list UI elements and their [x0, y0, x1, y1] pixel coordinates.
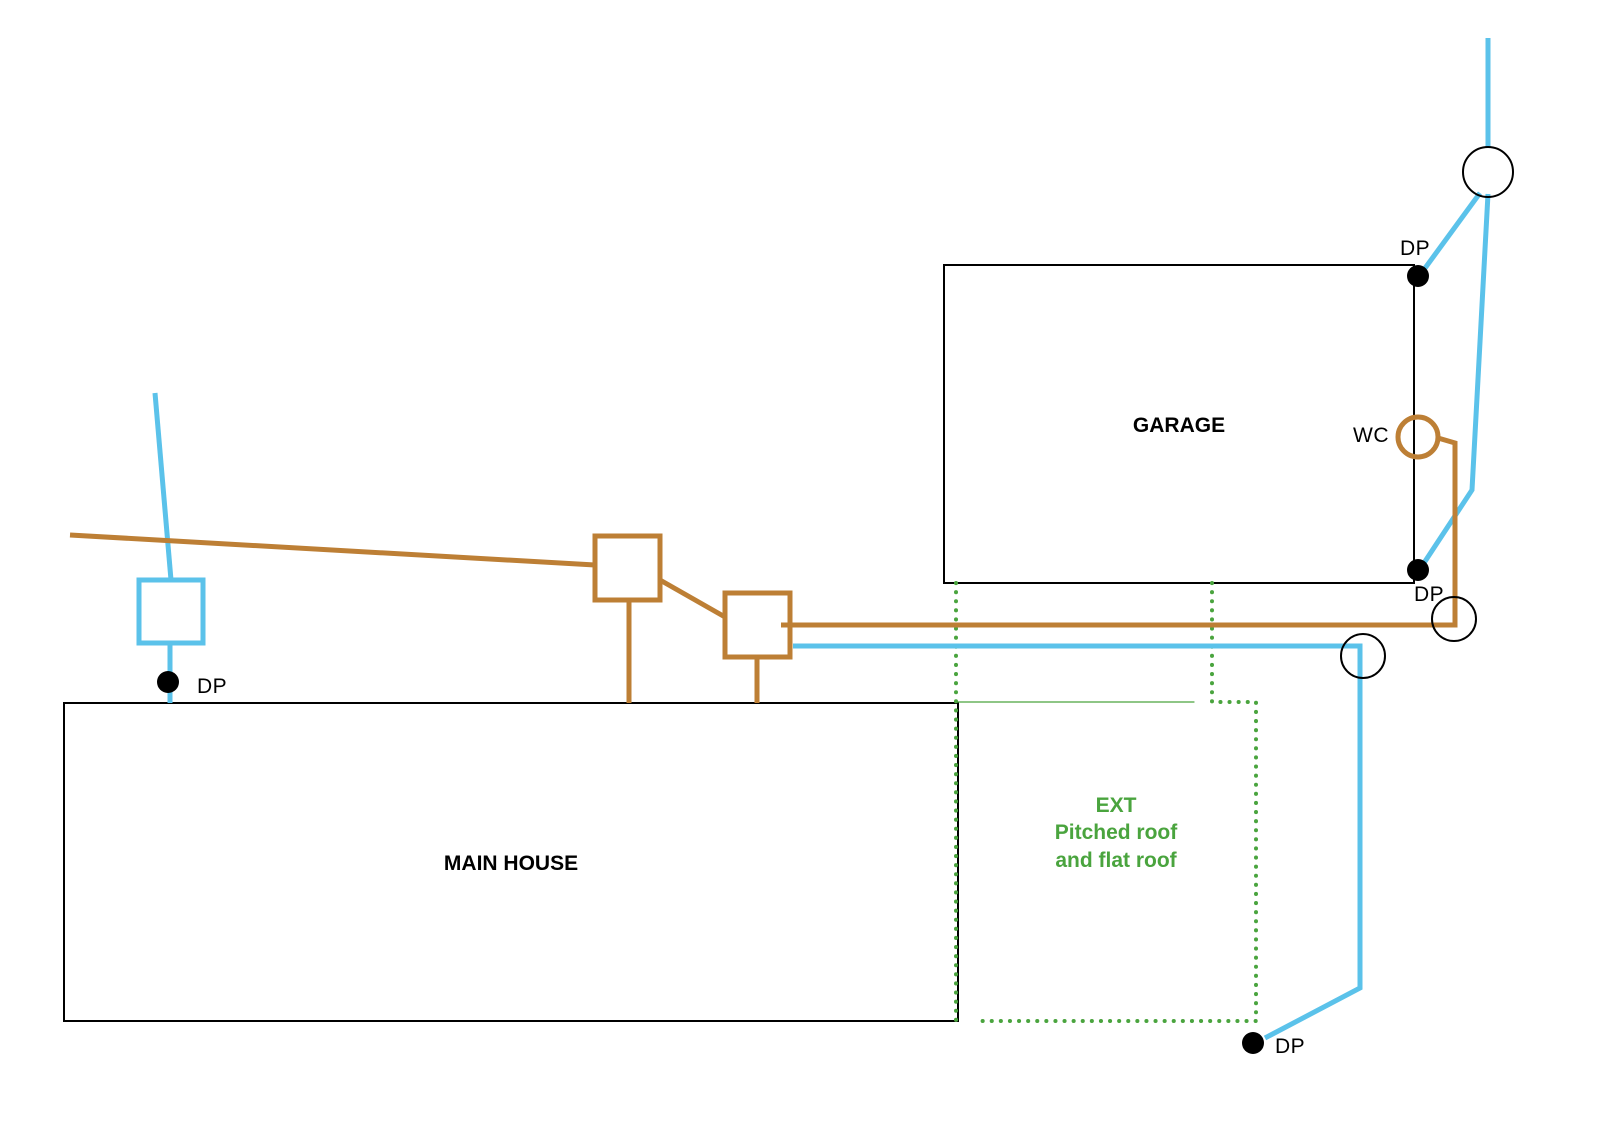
extension-outline	[954, 581, 1258, 1023]
downpipe-main-house	[157, 671, 179, 693]
extension-label-line-3: and flat roof	[1055, 849, 1177, 872]
main-house-outline	[63, 702, 959, 1022]
extension-dotted-right-boundary	[972, 581, 1258, 1023]
downpipe-main-house-label: DP	[197, 675, 227, 698]
surface-water-chamber-left	[136, 577, 206, 646]
downpipe-extension-label: DP	[1275, 1035, 1305, 1058]
foul-run-to-wc	[781, 435, 1458, 628]
foul-drainage	[69, 414, 1458, 703]
chamber-garage-corner	[1431, 596, 1477, 642]
existing-chambers	[1340, 146, 1514, 679]
garage: GARAGE	[943, 264, 1415, 584]
downpipe-extension	[1242, 1032, 1264, 1054]
extension-label-line-1: EXT	[1096, 794, 1137, 817]
downpipe-garage-bottom-label: DP	[1414, 583, 1444, 606]
surface-water-garage-bottom-dp-link	[1417, 193, 1491, 571]
main-house: MAIN HOUSE	[63, 702, 959, 1022]
foul-main-run-west	[69, 532, 596, 568]
downpipes	[157, 265, 1429, 1054]
chamber-extension-corner	[1340, 633, 1386, 679]
surface-water-drainage	[136, 38, 1491, 1041]
garage-label: GARAGE	[1133, 414, 1225, 437]
downpipe-garage-top-label: DP	[1400, 237, 1430, 260]
surface-water-main-run	[793, 643, 1363, 1041]
extension-label: EXT Pitched roof and flat roof	[1055, 794, 1179, 872]
main-house-label: MAIN HOUSE	[444, 852, 578, 875]
downpipe-labels: DP DP DP DP	[197, 237, 1444, 1058]
foul-inspection-chamber-1	[592, 533, 663, 603]
downpipe-garage-top	[1407, 265, 1429, 287]
extension-label-line-2: Pitched roof	[1055, 821, 1179, 844]
chamber-top-right	[1462, 146, 1514, 198]
garage-outline	[943, 264, 1415, 584]
downpipe-garage-bottom	[1407, 559, 1429, 581]
foul-link-chamber-1-to-2	[658, 577, 727, 620]
surface-water-inlet-left	[152, 392, 174, 581]
foul-inspection-chamber-2	[722, 590, 793, 660]
wc-connection	[1395, 414, 1441, 460]
wc-label: WC	[1353, 424, 1389, 447]
surface-water-garage-top-dp-link	[1417, 191, 1483, 277]
